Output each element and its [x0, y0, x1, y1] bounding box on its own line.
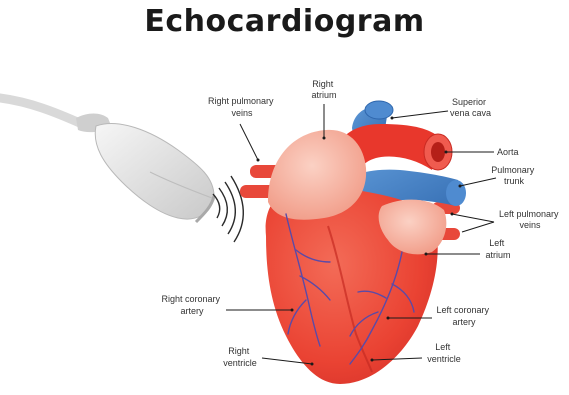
label-left-coronary-artery: Left coronary artery [436, 305, 491, 327]
label-left-atrium: Left atrium [485, 238, 510, 260]
label-right-pulmonary-veins: Right pulmonary veins [208, 96, 276, 118]
ultrasound-waves-icon [213, 176, 243, 242]
heart-illustration [240, 101, 466, 384]
label-right-coronary-artery: Right coronary artery [161, 294, 222, 316]
label-pulmonary-trunk: Pulmonary trunk [491, 165, 537, 186]
label-right-ventricle: Right ventricle [223, 346, 257, 368]
label-aorta: Aorta [497, 147, 519, 157]
label-left-ventricle: Left ventricle [427, 342, 461, 364]
label-superior-vena-cava: Superior vena cava [450, 97, 491, 118]
ultrasound-probe-icon [0, 98, 214, 222]
label-right-atrium: Right atrium [311, 79, 336, 100]
label-left-pulmonary-veins: Left pulmonary veins [499, 209, 561, 230]
